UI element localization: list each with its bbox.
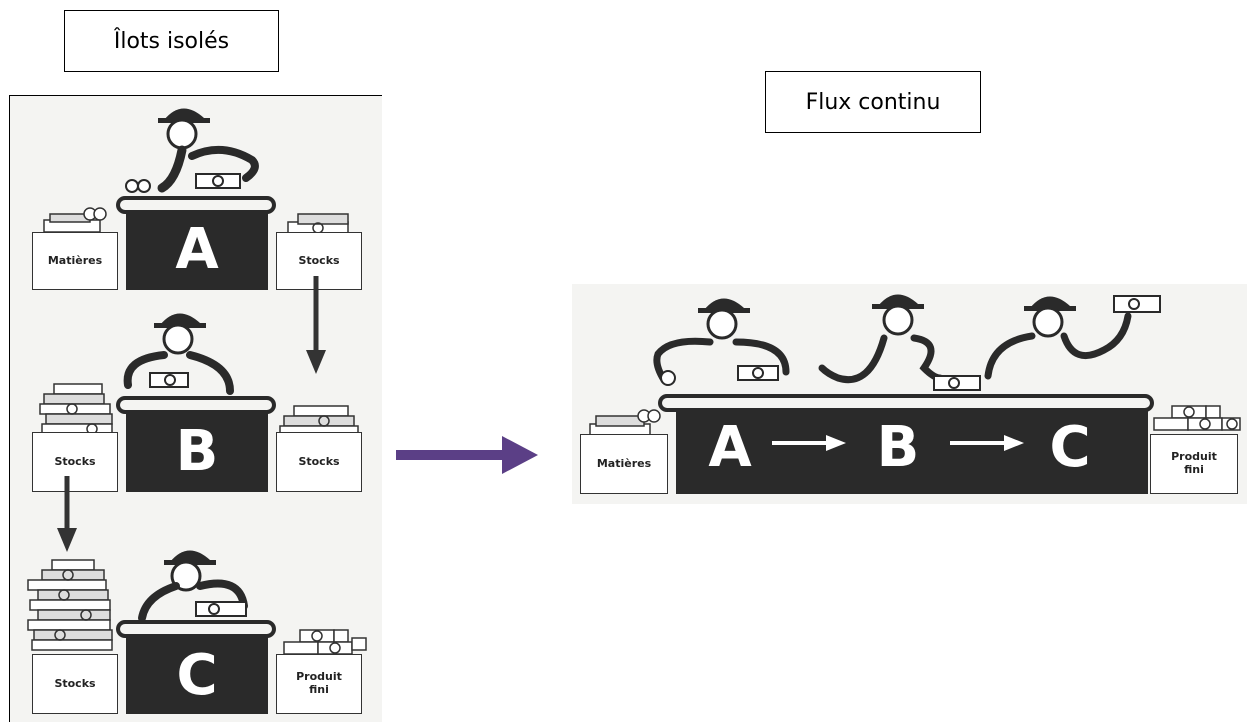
station-a-output-box: Stocks [276,232,362,290]
down-arrow-icon [57,476,77,552]
station-b-input-box: Stocks [32,432,118,492]
isolated-islands-title: Îlots isolés [64,10,279,72]
station-b-output-box: Stocks [276,432,362,492]
flow-line-desk [676,408,1148,494]
flow-input-box: Matières [580,434,668,494]
desk-a-letter: A [175,217,219,282]
worker-c-illustration [138,550,248,622]
worker-b-illustration [123,313,234,395]
desk-c-letter: C [176,643,218,708]
station-c-output-box: Produit fini [276,654,362,714]
raw-material-pile-icon [43,207,107,233]
desk-c [126,634,268,714]
continuous-flow-title: Flux continu [765,71,981,133]
finished-product-icon [1153,405,1241,431]
flow-workers-illustration [653,294,1161,391]
flow-station-b-letter: B [876,415,920,480]
stock-pile-icon [279,405,359,437]
desk-b-letter: B [175,419,219,484]
flow-arrow-icon [950,435,1024,451]
finished-product-icon [283,629,367,655]
worker-a-illustration [125,108,259,193]
flow-arrow-icon [772,435,846,451]
flow-station-a-letter: A [708,415,752,480]
flow-output-box: Produit fini [1150,434,1238,494]
down-arrow-icon [306,276,326,374]
station-c-input-box: Stocks [32,654,118,714]
stock-pile-icon [27,559,113,651]
desk-a [126,210,268,290]
transition-arrow-icon [396,436,538,474]
station-a-input-box: Matières [32,232,118,290]
desk-b [126,410,268,492]
flow-station-c-letter: C [1049,415,1091,480]
stock-pile-icon [39,383,113,435]
